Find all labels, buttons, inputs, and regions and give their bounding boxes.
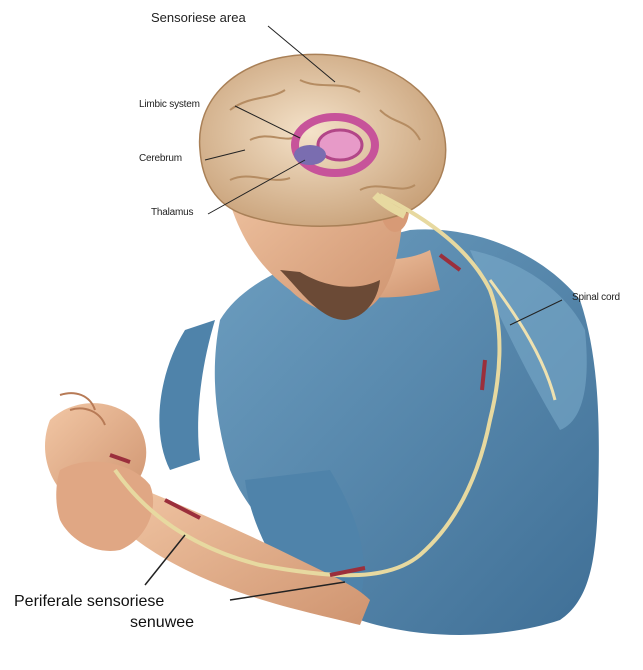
label-limbic-system: Limbic system [139, 99, 200, 110]
label-peripheral-nerve-line2: senuwee [130, 614, 194, 632]
label-cerebrum: Cerebrum [139, 153, 182, 164]
thalamus-structure [294, 145, 326, 165]
label-sensory-area: Sensoriese area [151, 10, 246, 25]
label-thalamus: Thalamus [151, 207, 193, 218]
label-peripheral-nerve-line1: Periferale sensoriese [14, 593, 164, 611]
upper-arm [159, 320, 215, 470]
label-spinal-cord: Spinal cord [572, 292, 620, 303]
